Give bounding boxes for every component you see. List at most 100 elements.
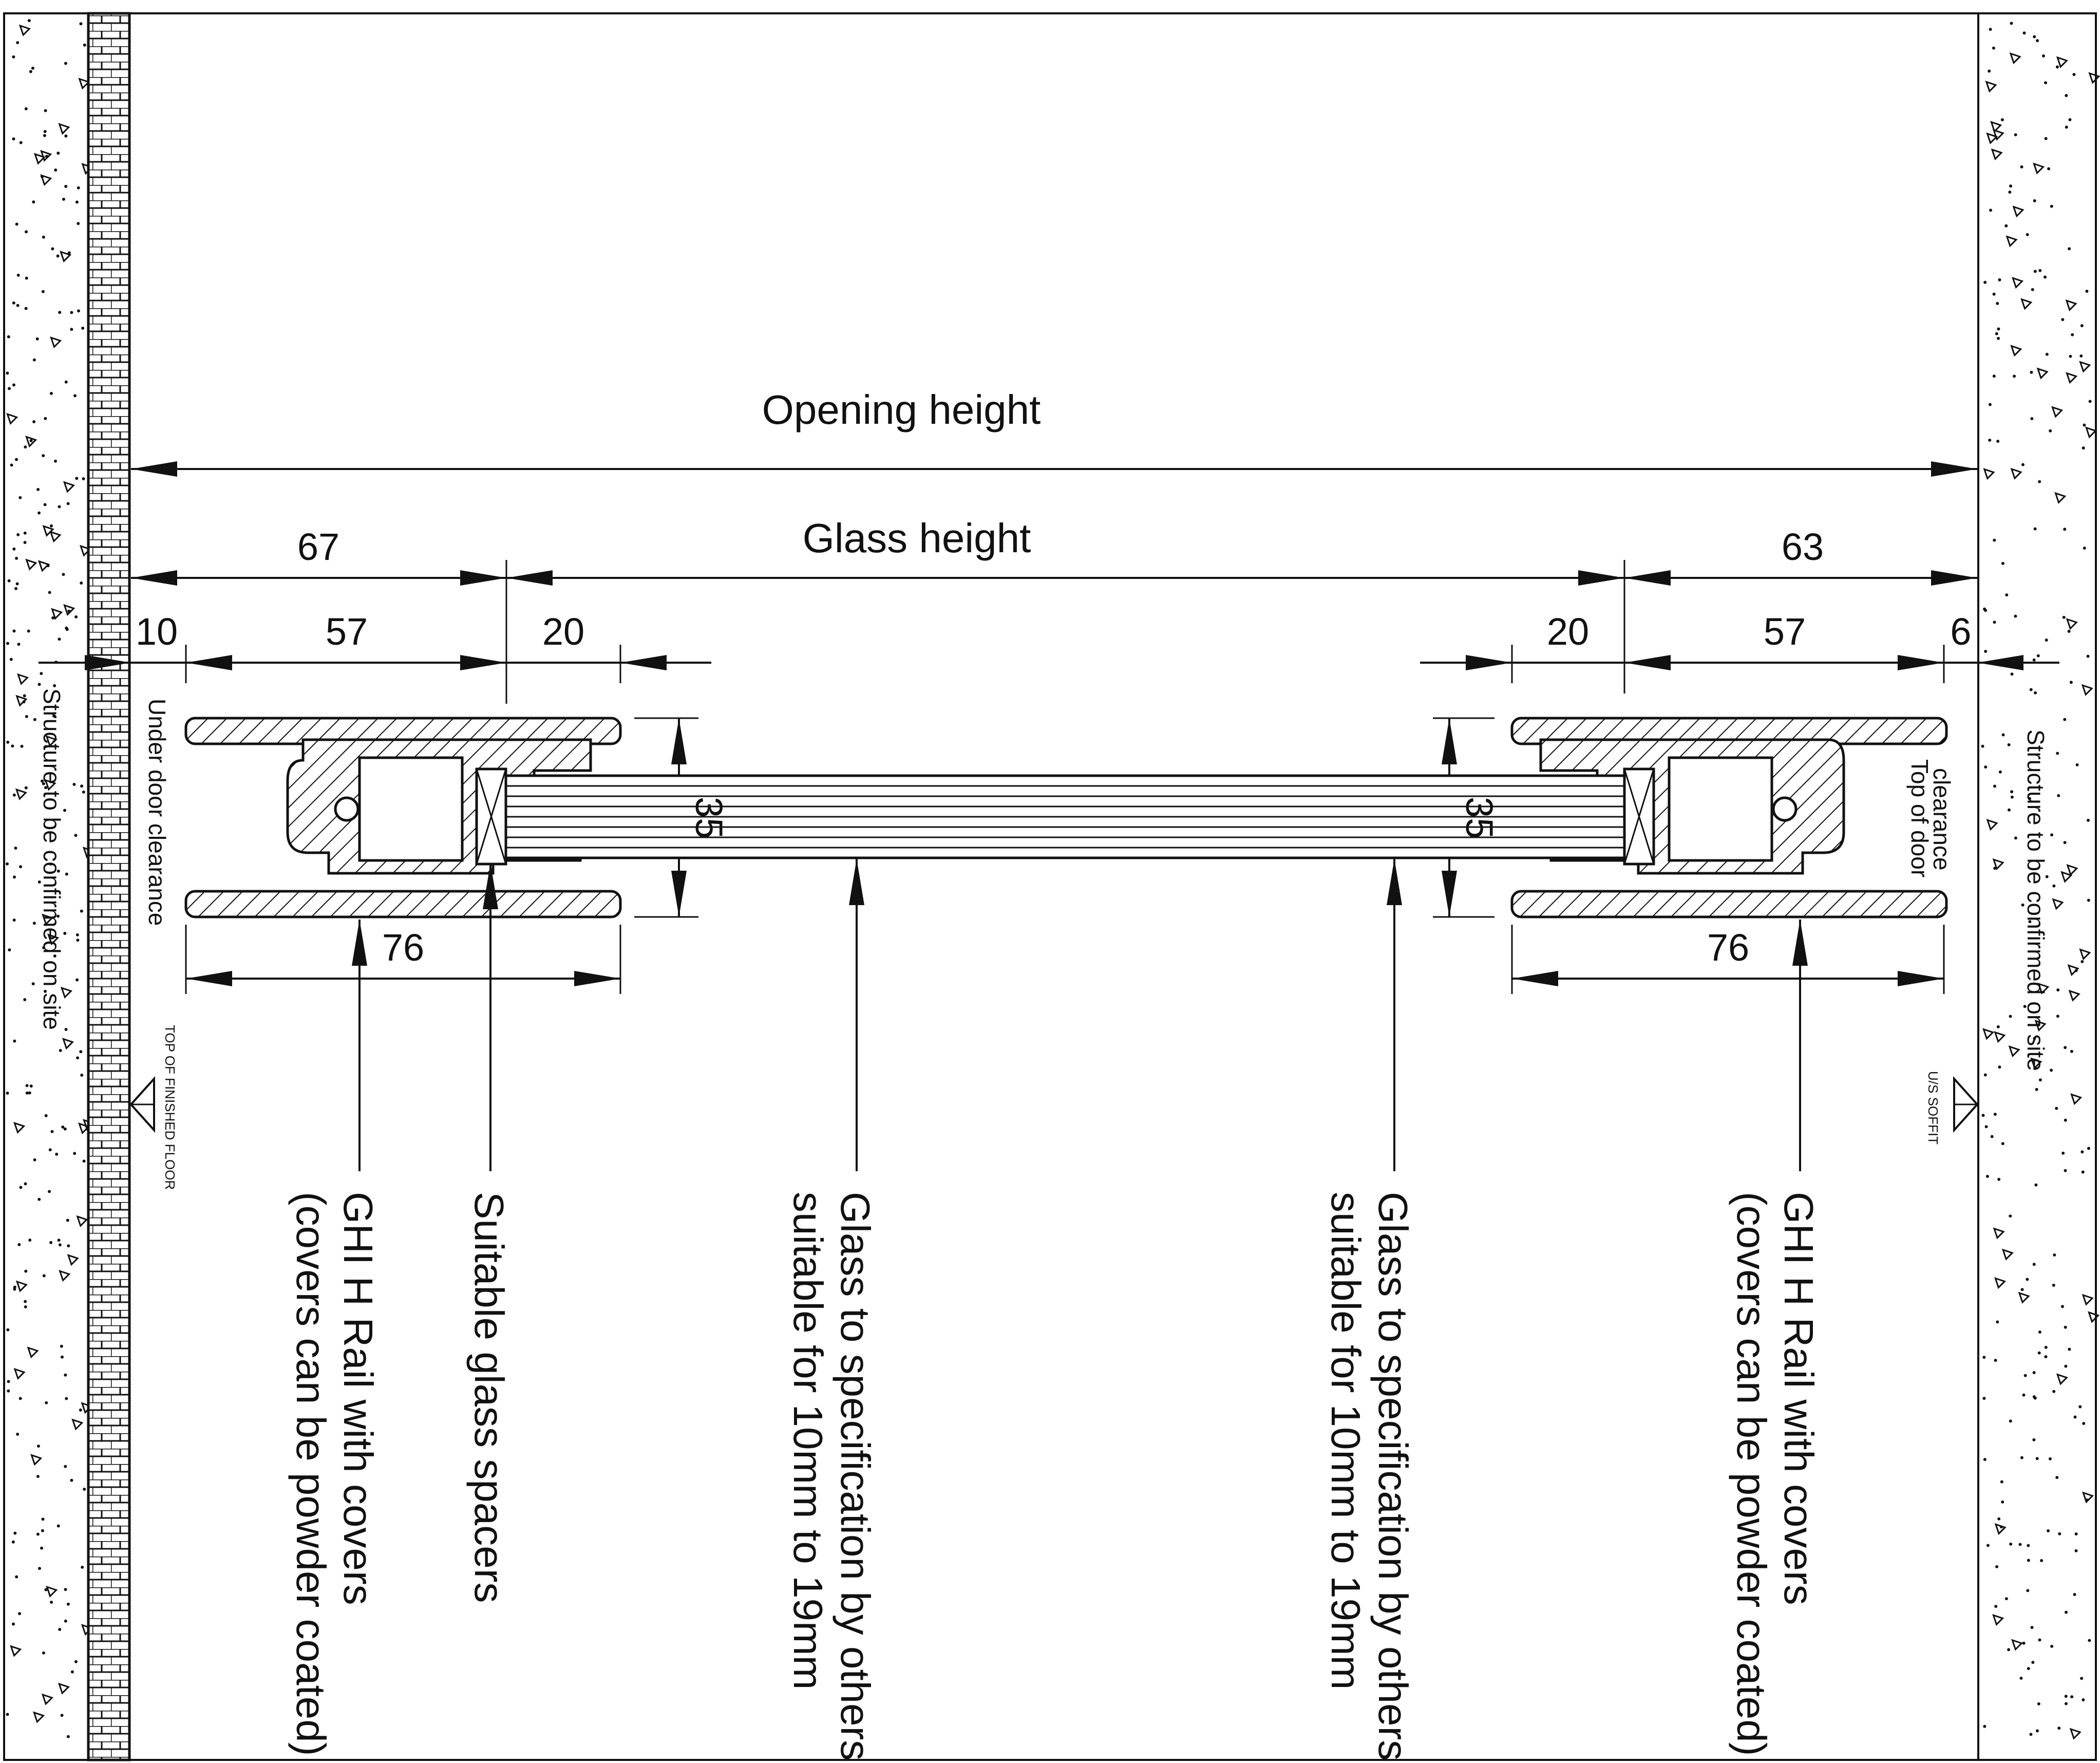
stipple-dot (1996, 439, 2000, 443)
stipple-dot (2073, 1415, 2077, 1419)
stipple-dot (13, 1285, 16, 1289)
stipple-dot (2010, 22, 2013, 25)
stipple-dot (12, 137, 15, 141)
stipple-dot (8, 948, 11, 952)
stipple-dot (49, 862, 52, 866)
stipple-dot (1994, 1605, 1998, 1608)
stipple-dot (1985, 1175, 1989, 1178)
stipple-dot (2034, 691, 2037, 695)
stipple-dot (33, 1158, 36, 1161)
stipple-dot (2064, 1046, 2067, 1049)
stipple-dot (16, 41, 20, 44)
rail-right-callout-line1: GHI H Rail with covers (1776, 1192, 1822, 1605)
stipple-dot (2088, 1639, 2091, 1642)
stipple-dot (2045, 352, 2049, 356)
stipple-dot (44, 109, 47, 112)
stipple-dot (2073, 1593, 2076, 1597)
stipple-dot (2021, 463, 2025, 466)
stipple-dot (67, 609, 71, 613)
stipple-dot (2085, 1498, 2089, 1502)
stipple-dot (23, 694, 26, 698)
stipple-dot (1988, 69, 1991, 73)
stipple-triangle (1986, 132, 1998, 144)
stipple-triangle (2009, 52, 2021, 65)
stipple-dot (28, 1091, 31, 1095)
stipple-dot (49, 391, 53, 395)
stipple-dot (70, 1670, 74, 1674)
stipple-dot (56, 869, 60, 873)
stipple-dot (2074, 1549, 2078, 1552)
stipple-dot (1983, 1073, 1987, 1077)
stipple-triangle (78, 1122, 90, 1135)
stipple-dot (2057, 1727, 2061, 1730)
stipple-dot (44, 786, 48, 790)
stipple-dot (9, 658, 13, 661)
stipple-dot (2009, 1015, 2012, 1018)
right-structure-label: Structure to be confirmed on site (2022, 729, 2049, 1071)
stipple-dot (66, 502, 70, 505)
stipple-dot (2032, 1371, 2036, 1374)
stipple-dot (11, 1540, 15, 1544)
stipple-dot (16, 304, 20, 307)
stipple-dot (56, 152, 60, 155)
stipple-dot (2080, 1150, 2084, 1154)
stipple-dot (24, 1269, 28, 1273)
stipple-dot (2035, 1457, 2039, 1460)
stipple-dot (75, 200, 79, 204)
soffit-marker-label: U/S SOFFIT (1925, 1071, 1941, 1145)
stipple-dot (6, 642, 10, 645)
stipple-dot (32, 420, 36, 424)
stipple-dot (12, 918, 16, 922)
floor-marker-label: TOP OF FINISHED FLOOR (162, 1025, 178, 1190)
stipple-dot (31, 66, 34, 70)
stipple-dot (2009, 184, 2013, 188)
stipple-dot (2026, 1278, 2029, 1281)
stipple-dot (2068, 247, 2071, 251)
stipple-triangle (2088, 72, 2100, 84)
stipple-triangle (50, 336, 62, 349)
stipple-dot (35, 337, 39, 341)
stipple-triangle (2012, 205, 2025, 218)
stipple-triangle (58, 1682, 70, 1695)
stipple-dot (1989, 28, 1992, 31)
stipple-dot (44, 989, 47, 993)
stipple-dot (2020, 1288, 2024, 1291)
stipple-dot (62, 573, 65, 576)
stipple-dot (1984, 1125, 1988, 1129)
stipple-dot (1990, 1135, 1994, 1138)
stipple-triangle (1992, 1614, 2004, 1626)
dim-right-width: 76 (1707, 926, 1749, 969)
stipple-dot (37, 1567, 41, 1570)
stipple-dot (56, 914, 60, 918)
stipple-dot (17, 643, 21, 646)
stipple-dot (80, 582, 83, 585)
stipple-dot (2052, 1390, 2056, 1393)
stipple-triangle (2001, 1248, 2014, 1261)
stipple-dot (32, 200, 35, 204)
stipple-dot (43, 129, 47, 133)
stipple-triangle (1982, 1028, 1995, 1040)
stipple-triangle (2056, 1373, 2069, 1385)
stipple-dot (2044, 137, 2048, 140)
stipple-dot (58, 1243, 62, 1247)
stipple-dot (2072, 73, 2076, 77)
stipple-dot (64, 1465, 67, 1468)
stipple-triangle (1992, 858, 2004, 871)
stipple-triangle (59, 1269, 71, 1282)
stipple-dot (2038, 480, 2041, 483)
stipple-dot (61, 1126, 65, 1129)
stipple-dot (2032, 1263, 2036, 1266)
stipple-dot (29, 70, 32, 73)
stipple-triangle (2079, 361, 2091, 373)
stipple-dot (43, 503, 47, 507)
stipple-dot (2074, 969, 2078, 972)
stipple-dot (2038, 1330, 2041, 1334)
stipple-dot (2010, 795, 2014, 799)
stipple-dot (2009, 1542, 2013, 1546)
stipple-dot (41, 290, 45, 293)
stipple-triangle (2010, 467, 2022, 480)
stipple-dot (2069, 354, 2072, 358)
stipple-dot (12, 793, 16, 797)
stipple-dot (2047, 1529, 2050, 1532)
top-door-label-line2: clearance (1928, 768, 1955, 870)
